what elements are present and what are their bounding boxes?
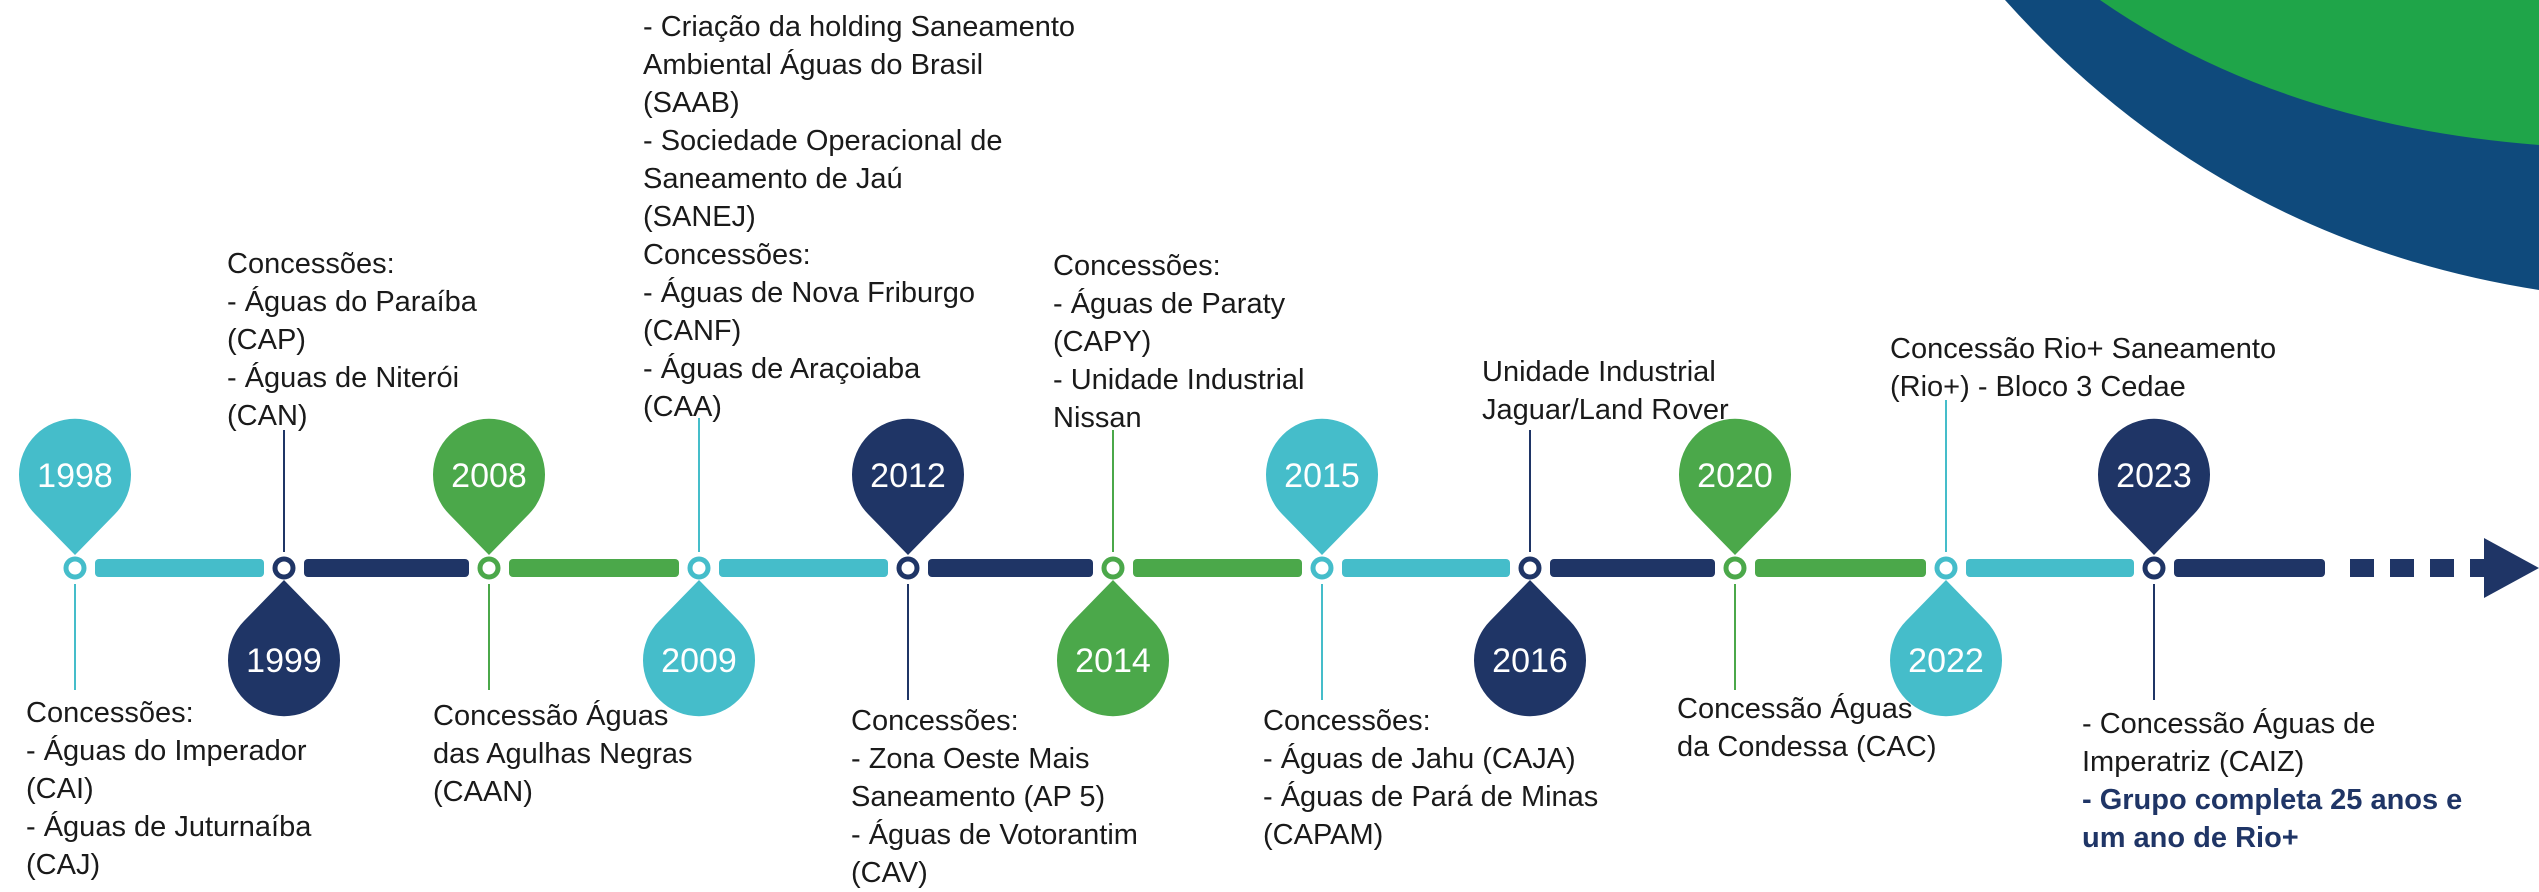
milestone-text-1998: Concessões: - Águas do Imperador (CAI) -… xyxy=(26,694,311,884)
pin-shape xyxy=(2098,418,2210,555)
milestone-text-2012: Concessões: - Zona Oeste Mais Saneamento… xyxy=(851,702,1138,892)
year-label: 2009 xyxy=(661,642,737,680)
milestone-text-2022: Concessão Rio+ Saneamento (Rio+) - Bloco… xyxy=(1890,330,2276,406)
pin-shape xyxy=(643,580,756,717)
timeline-dot-2016 xyxy=(1518,556,1542,580)
milestone-text-1999: Concessões: - Águas do Paraíba (CAP) - Á… xyxy=(227,245,477,435)
milestone-description: Concessões: - Águas do Imperador (CAI) -… xyxy=(26,697,312,881)
year-label: 2014 xyxy=(1075,642,1151,680)
timeline-dot-1999 xyxy=(272,556,296,580)
timeline-segment-2020 xyxy=(1755,559,1926,577)
milestone-text-2023: - Concessão Águas de Imperatriz (CAIZ) -… xyxy=(2082,705,2462,857)
arrowhead-icon xyxy=(2484,538,2539,598)
timeline-segment-2016 xyxy=(1550,559,1715,577)
milestone-description: Concessões: - Águas de Jahu (CAJA) - Águ… xyxy=(1263,705,1599,851)
year-pin-2016: 2016 xyxy=(1474,580,1587,717)
pin-shape xyxy=(1474,580,1587,717)
milestone-description: Concessões: - Zona Oeste Mais Saneamento… xyxy=(851,705,1138,889)
year-pin-2023: 2023 xyxy=(2098,418,2210,555)
timeline-dot-1998 xyxy=(63,556,87,580)
milestone-description: - Concessão Águas de Imperatriz (CAIZ) xyxy=(2082,708,2376,778)
year-pin-1999: 1999 xyxy=(228,580,341,717)
pin-shape xyxy=(1679,418,1791,555)
milestone-text-2020: Concessão Águas da Condessa (CAC) xyxy=(1677,690,1937,766)
timeline-segment-2015 xyxy=(1342,559,1510,577)
year-pin-2012: 2012 xyxy=(852,418,965,555)
timeline-segment-1999 xyxy=(304,559,469,577)
milestone-text-2015: Concessões: - Águas de Jahu (CAJA) - Águ… xyxy=(1263,702,1598,854)
year-pin-2022: 2022 xyxy=(1890,580,2002,717)
timeline-dot-2012 xyxy=(896,556,920,580)
year-label: 2015 xyxy=(1284,457,1360,495)
milestone-text-2009: - Criação da holding Saneamento Ambienta… xyxy=(643,8,1075,426)
year-label: 2012 xyxy=(870,457,946,495)
timeline-dot-2009 xyxy=(687,556,711,580)
year-label: 2008 xyxy=(451,457,527,495)
milestone-description: Concessões: - Águas de Paraty (CAPY) - U… xyxy=(1053,250,1305,434)
year-pin-2008: 2008 xyxy=(433,418,546,555)
milestone-description: Concessão Rio+ Saneamento (Rio+) - Bloco… xyxy=(1890,333,2277,403)
milestone-description: Concessão Águas da Condessa (CAC) xyxy=(1677,693,1937,763)
timeline-dot-2008 xyxy=(477,556,501,580)
pin-shape xyxy=(433,418,546,555)
year-pin-2015: 2015 xyxy=(1266,418,1378,555)
pin-shape xyxy=(228,580,341,717)
pin-shape xyxy=(1266,418,1378,555)
corner-green-arc xyxy=(2100,0,2539,145)
year-pin-2009: 2009 xyxy=(643,580,756,717)
pin-shape xyxy=(1890,580,2002,717)
pin-shape xyxy=(1057,580,1169,717)
timeline-dot-2014 xyxy=(1101,556,1125,580)
year-label: 2022 xyxy=(1908,642,1984,680)
milestone-description: Concessão Águas das Agulhas Negras (CAAN… xyxy=(433,700,693,808)
milestone-text-2016: Unidade Industrial Jaguar/Land Rover xyxy=(1482,353,1729,429)
year-label: 2016 xyxy=(1492,642,1568,680)
milestone-text-2014: Concessões: - Águas de Paraty (CAPY) - U… xyxy=(1053,247,1304,437)
year-label: 2023 xyxy=(2116,457,2192,495)
pin-shape xyxy=(852,418,965,555)
year-pin-2020: 2020 xyxy=(1679,418,1791,555)
dash-segment xyxy=(2470,559,2486,577)
pin-shape xyxy=(19,418,132,555)
timeline-segment-1998 xyxy=(95,559,264,577)
timeline-segment-2009 xyxy=(719,559,888,577)
timeline-dot-2022 xyxy=(1934,556,1958,580)
dash-segment xyxy=(2430,559,2454,577)
milestone-description: Concessões: - Águas do Paraíba (CAP) - Á… xyxy=(227,248,477,432)
year-label: 1999 xyxy=(246,642,322,680)
milestone-highlight: - Grupo completa 25 anos e um ano de Rio… xyxy=(2082,784,2463,854)
dash-segment xyxy=(2350,559,2374,577)
timeline-segment-2014 xyxy=(1133,559,1302,577)
milestone-text-2008: Concessão Águas das Agulhas Negras (CAAN… xyxy=(433,697,693,811)
year-label: 2020 xyxy=(1697,457,1773,495)
year-pin-2014: 2014 xyxy=(1057,580,1169,717)
timeline-segment-2022 xyxy=(1966,559,2134,577)
timeline-dot-2015 xyxy=(1310,556,1334,580)
timeline-segment-2008 xyxy=(509,559,679,577)
year-label: 1998 xyxy=(37,457,113,495)
dash-segment xyxy=(2390,559,2414,577)
timeline-dot-2023 xyxy=(2142,556,2166,580)
milestone-description: - Criação da holding Saneamento Ambienta… xyxy=(643,11,1076,423)
milestone-description: Unidade Industrial Jaguar/Land Rover xyxy=(1482,356,1729,426)
timeline-segment-2012 xyxy=(928,559,1093,577)
timeline-dot-2020 xyxy=(1723,556,1747,580)
timeline-segment-2023 xyxy=(2174,559,2325,577)
year-pin-1998: 1998 xyxy=(19,418,132,555)
